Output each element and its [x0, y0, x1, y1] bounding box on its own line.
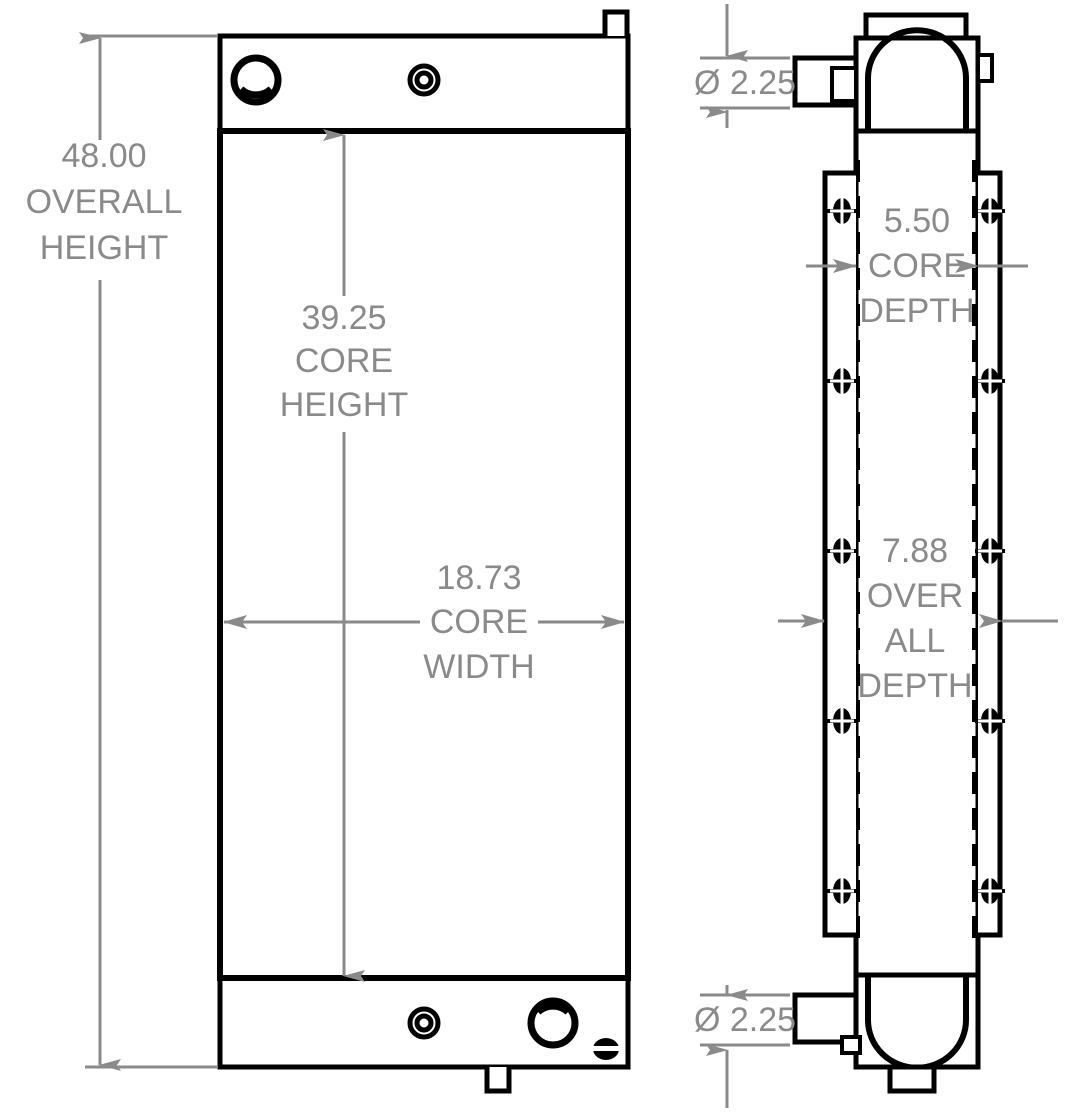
core-depth-label-1: CORE	[868, 247, 966, 285]
fastener-icon	[975, 367, 1005, 395]
core-height-label-1: CORE	[295, 342, 393, 380]
fastener-icon	[827, 367, 857, 395]
outlet-opening-icon	[527, 997, 579, 1049]
inlet-neck-bead	[830, 66, 858, 103]
overall-depth-label-3: DEPTH	[857, 667, 972, 705]
top-tank-arch-profile	[865, 27, 969, 131]
bottom-port-inner-ring-icon	[414, 1013, 434, 1033]
side-bottom-tank	[792, 972, 981, 1094]
front-core-body	[217, 128, 631, 981]
dimension-core-height: 39.25 CORE HEIGHT	[280, 129, 408, 982]
core-width-label-2: WIDTH	[423, 648, 534, 686]
filler-neck-lip-icon	[238, 86, 274, 99]
front-bottom-tank	[217, 975, 631, 1094]
bottom-drain-plug	[840, 1035, 862, 1055]
fastener-icon	[975, 707, 1005, 735]
bottom-tank-mounting-tab	[887, 1064, 937, 1094]
dimension-inlet-diameter-top: Ø 2.25	[694, 4, 796, 128]
fastener-icon	[975, 537, 1005, 565]
drain-plug-slot-icon	[593, 1046, 619, 1051]
filler-neck-opening-icon	[230, 54, 282, 106]
fastener-icon	[827, 197, 857, 225]
fastener-icon	[827, 707, 857, 735]
fastener-icon	[975, 197, 1005, 225]
bottom-port-outer-ring-icon	[407, 1006, 441, 1040]
dimension-core-depth: 5.50 CORE DEPTH	[806, 202, 1028, 330]
overall-height-label-2: HEIGHT	[40, 229, 168, 267]
bottom-tank-mounting-tab	[484, 1067, 512, 1094]
fastener-icon	[975, 877, 1005, 905]
side-view: Ø 2.25 5.50 CORE DEPTH 7.88 OVER ALL DEP…	[694, 4, 1058, 1108]
bottom-tank-block	[853, 972, 981, 1070]
dimension-core-width: 18.73 CORE WIDTH	[223, 559, 625, 686]
side-top-tank	[792, 12, 994, 134]
overall-height-label-1: OVERALL	[26, 183, 183, 221]
dimension-overall-height: 48.00 OVERALL HEIGHT	[26, 32, 218, 1071]
overall-depth-label-2: ALL	[885, 622, 946, 660]
left-fastener-column	[827, 197, 857, 905]
core-depth-label-2: DEPTH	[859, 292, 974, 330]
core-height-label-2: HEIGHT	[280, 386, 408, 424]
fastener-icon	[827, 537, 857, 565]
bottom-tank-body	[217, 975, 631, 1070]
dimension-outlet-diameter-bottom: Ø 2.25	[694, 985, 796, 1108]
fastener-icon	[827, 877, 857, 905]
overall-depth-label-1: OVER	[867, 577, 963, 615]
core-height-value: 39.25	[301, 299, 386, 337]
front-view: 48.00 OVERALL HEIGHT 39.25 CORE HEIGHT 1…	[26, 9, 631, 1094]
inlet-diameter-top-value: Ø 2.25	[694, 64, 796, 102]
outlet-diameter-bottom-value: Ø 2.25	[694, 1001, 796, 1039]
dimension-overall-depth: 7.88 OVER ALL DEPTH	[778, 532, 1058, 705]
outlet-lip-icon	[535, 1002, 571, 1015]
top-tank-side-tab	[976, 53, 994, 83]
core-width-value: 18.73	[436, 559, 521, 597]
outlet-hose-neck	[792, 992, 859, 1045]
overall-height-value: 48.00	[61, 137, 146, 175]
top-port-inner-ring-icon	[414, 70, 434, 90]
top-port-outer-ring-icon	[407, 63, 441, 97]
top-tank-mounting-tab	[602, 9, 630, 36]
overall-depth-value: 7.88	[882, 532, 948, 570]
core-width-label-1: CORE	[430, 603, 528, 641]
right-fastener-column	[975, 197, 1005, 905]
core-depth-value: 5.50	[884, 202, 950, 240]
front-top-tank	[217, 9, 631, 134]
